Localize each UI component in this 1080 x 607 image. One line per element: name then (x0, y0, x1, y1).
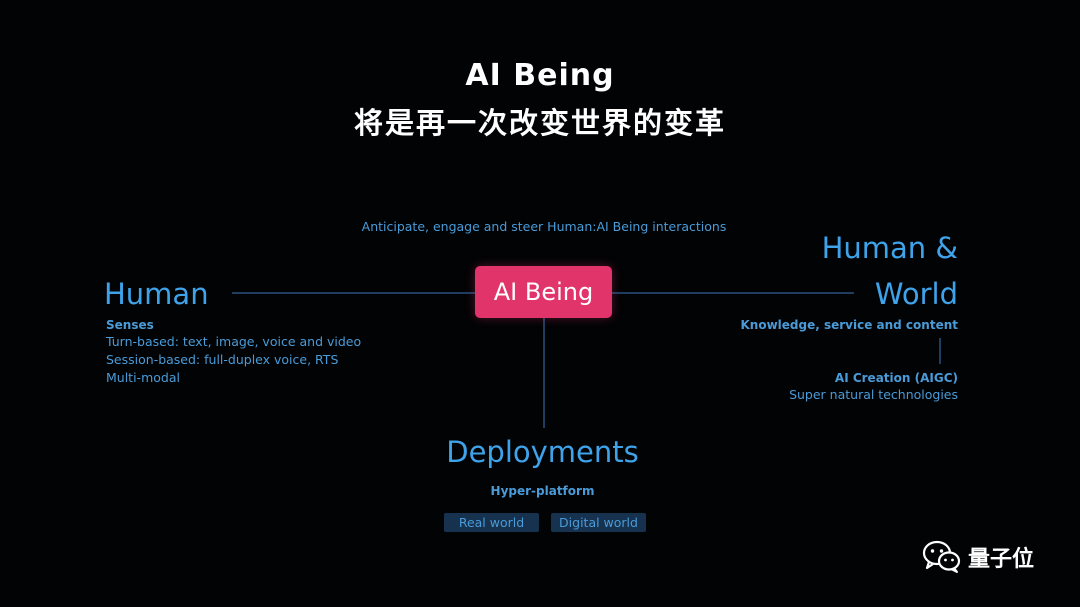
connector-right (612, 292, 854, 294)
human-heading: Human (104, 277, 209, 311)
human-line-1: Turn-based: text, image, voice and video (106, 334, 362, 349)
slide-subtitle: 将是再一次改变世界的变革 (353, 106, 726, 140)
wechat-icon (922, 540, 962, 574)
aigc-title: AI Creation (AIGC) (834, 371, 958, 385)
human-world-heading-line-2: World (874, 277, 958, 311)
aigc-description: Super natural technologies (789, 387, 958, 402)
human-world-heading-line-1: Human & (821, 231, 958, 265)
connector-aigc (939, 338, 941, 364)
center-node-ai-being: AI Being (475, 266, 612, 318)
human-world-subheading: Knowledge, service and content (740, 318, 958, 332)
watermark-text: 量子位 (968, 547, 1035, 572)
chip-digital-world: Digital world (551, 513, 646, 532)
chip-real-world: Real world (444, 513, 539, 532)
tagline: Anticipate, engage and steer Human:AI Be… (361, 219, 727, 234)
human-line-2: Session-based: full-duplex voice, RTS (106, 352, 339, 367)
watermark: 量子位 (922, 540, 1034, 574)
connector-down (543, 318, 545, 428)
slide-title: AI Being (465, 58, 615, 93)
connector-left (232, 292, 475, 294)
human-subheading: Senses (106, 318, 154, 332)
deployments-heading: Deployments (446, 435, 639, 469)
human-line-3: Multi-modal (106, 370, 180, 385)
deployments-subheading: Hyper-platform (490, 484, 595, 498)
